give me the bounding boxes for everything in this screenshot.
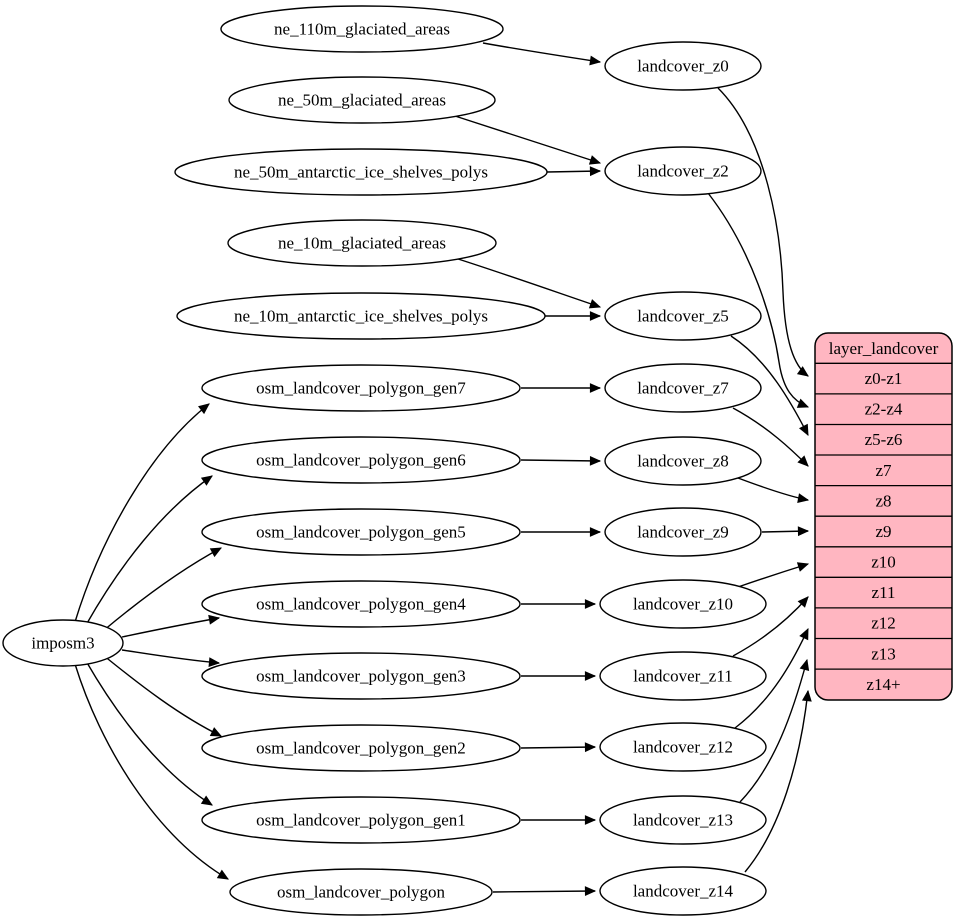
node-label: landcover_z14 bbox=[633, 882, 734, 901]
node-landcover-z11: landcover_z11 bbox=[599, 651, 767, 701]
edge-z9-to-row-z9 bbox=[761, 526, 810, 537]
table-row: z2-z4 bbox=[865, 400, 903, 419]
node-landcover-z8: landcover_z8 bbox=[604, 436, 762, 486]
node-label: landcover_z11 bbox=[633, 667, 732, 686]
edge-polygon-to-z14 bbox=[492, 886, 597, 897]
edge-imposm3-to-gen3 bbox=[121, 649, 221, 668]
node-label: landcover_z10 bbox=[633, 595, 733, 614]
edge-z13-to-row-z13 bbox=[739, 658, 810, 803]
edge-z12-to-row-z12 bbox=[734, 627, 809, 729]
node-landcover-z14: landcover_z14 bbox=[599, 866, 767, 916]
edge-z11-to-row-z11 bbox=[732, 596, 809, 657]
edge-z8-to-row-z8 bbox=[737, 477, 810, 503]
edge-imposm3-to-gen1 bbox=[85, 660, 213, 806]
node-label: osm_landcover_polygon_gen1 bbox=[256, 811, 466, 830]
node-label: ne_10m_glaciated_areas bbox=[278, 234, 446, 253]
node-label: ne_10m_antarctic_ice_shelves_polys bbox=[234, 307, 488, 326]
edge-gen6-to-z8 bbox=[520, 455, 602, 466]
table-row: z0-z1 bbox=[865, 369, 903, 388]
node-landcover-z2: landcover_z2 bbox=[604, 146, 762, 196]
node-label: imposm3 bbox=[31, 634, 94, 653]
node-landcover-z9: landcover_z9 bbox=[604, 507, 762, 557]
node-landcover-z13: landcover_z13 bbox=[599, 795, 767, 845]
edge-imposm3-to-gen2 bbox=[102, 654, 223, 737]
node-label: osm_landcover_polygon_gen6 bbox=[256, 451, 466, 470]
edge-ne50m-antarctic-to-z2 bbox=[546, 166, 602, 177]
edge-z14-to-row-z14plus bbox=[744, 689, 812, 873]
table-row: z11 bbox=[872, 583, 896, 602]
node-ne-10m-glaciated-areas: ne_10m_glaciated_areas bbox=[227, 219, 497, 267]
node-label: landcover_z0 bbox=[637, 57, 729, 76]
table-row: z5-z6 bbox=[865, 430, 903, 449]
edge-imposm3-to-gen7 bbox=[74, 403, 210, 623]
node-label: landcover_z7 bbox=[637, 379, 729, 398]
edge-z2-to-row-z2-z4 bbox=[707, 192, 810, 408]
table-row: z14+ bbox=[866, 675, 900, 694]
node-osm-landcover-polygon-gen4: osm_landcover_polygon_gen4 bbox=[201, 580, 521, 628]
node-label: ne_50m_glaciated_areas bbox=[278, 91, 446, 110]
node-landcover-z7: landcover_z7 bbox=[604, 363, 762, 413]
node-label: osm_landcover_polygon bbox=[277, 883, 446, 902]
table-row: z9 bbox=[875, 522, 891, 541]
node-landcover-z0: landcover_z0 bbox=[604, 41, 762, 91]
edge-z7-to-row-z7 bbox=[732, 407, 809, 467]
edge-imposm3-to-gen4 bbox=[121, 614, 221, 638]
node-label: landcover_z9 bbox=[637, 523, 729, 542]
node-label: ne_110m_glaciated_areas bbox=[274, 20, 450, 39]
table-row: z13 bbox=[871, 644, 896, 663]
edge-z0-to-row-z0-z1 bbox=[717, 87, 809, 377]
table-title: layer_landcover bbox=[829, 339, 939, 358]
node-ne-110m-glaciated-areas: ne_110m_glaciated_areas bbox=[220, 5, 504, 53]
node-osm-landcover-polygon: osm_landcover_polygon bbox=[229, 868, 493, 916]
layer-landcover-table: layer_landcover z0-z1 z2-z4 z5-z6 z7 z8 … bbox=[814, 332, 953, 701]
node-osm-landcover-polygon-gen2: osm_landcover_polygon_gen2 bbox=[201, 724, 521, 772]
node-osm-landcover-polygon-gen7: osm_landcover_polygon_gen7 bbox=[201, 364, 521, 412]
node-osm-landcover-polygon-gen1: osm_landcover_polygon_gen1 bbox=[201, 796, 521, 844]
node-label: osm_landcover_polygon_gen7 bbox=[256, 379, 466, 398]
edge-imposm3-to-gen5 bbox=[102, 547, 222, 632]
edge-gen2-to-z12 bbox=[520, 742, 597, 753]
edge-imposm3-to-gen6 bbox=[85, 475, 213, 626]
node-landcover-z10: landcover_z10 bbox=[599, 579, 767, 629]
edge-imposm3-to-polygon bbox=[74, 663, 229, 880]
node-label: osm_landcover_polygon_gen5 bbox=[256, 523, 466, 542]
table-row: z12 bbox=[871, 614, 896, 633]
node-ne-10m-antarctic-ice-shelves-polys: ne_10m_antarctic_ice_shelves_polys bbox=[176, 292, 546, 340]
edge-z5-to-row-z5-z6 bbox=[730, 335, 809, 436]
table-row: z8 bbox=[875, 491, 891, 510]
node-label: landcover_z13 bbox=[633, 811, 733, 830]
node-ne-50m-glaciated-areas: ne_50m_glaciated_areas bbox=[228, 76, 496, 124]
node-label: osm_landcover_polygon_gen3 bbox=[256, 667, 466, 686]
edge-ne10m-glaciated-to-z5 bbox=[454, 257, 602, 309]
edge-ne110m-to-z0 bbox=[482, 42, 602, 66]
edge-ne50m-glaciated-to-z2 bbox=[454, 115, 602, 165]
table-row: z10 bbox=[871, 553, 896, 572]
node-landcover-z5: landcover_z5 bbox=[604, 291, 762, 341]
node-label: osm_landcover_polygon_gen4 bbox=[256, 595, 466, 614]
table-row: z7 bbox=[875, 461, 892, 480]
node-label: osm_landcover_polygon_gen2 bbox=[256, 739, 466, 758]
edge-z10-to-row-z10 bbox=[737, 562, 810, 588]
node-osm-landcover-polygon-gen6: osm_landcover_polygon_gen6 bbox=[201, 436, 521, 484]
node-label: ne_50m_antarctic_ice_shelves_polys bbox=[234, 163, 488, 182]
node-ne-50m-antarctic-ice-shelves-polys: ne_50m_antarctic_ice_shelves_polys bbox=[174, 148, 548, 196]
node-label: landcover_z2 bbox=[637, 162, 729, 181]
node-osm-landcover-polygon-gen5: osm_landcover_polygon_gen5 bbox=[201, 508, 521, 556]
node-imposm3: imposm3 bbox=[2, 619, 124, 667]
node-osm-landcover-polygon-gen3: osm_landcover_polygon_gen3 bbox=[201, 652, 521, 700]
node-label: landcover_z12 bbox=[633, 738, 733, 757]
node-label: landcover_z5 bbox=[637, 307, 729, 326]
node-landcover-z12: landcover_z12 bbox=[599, 722, 767, 772]
node-label: landcover_z8 bbox=[637, 452, 729, 471]
